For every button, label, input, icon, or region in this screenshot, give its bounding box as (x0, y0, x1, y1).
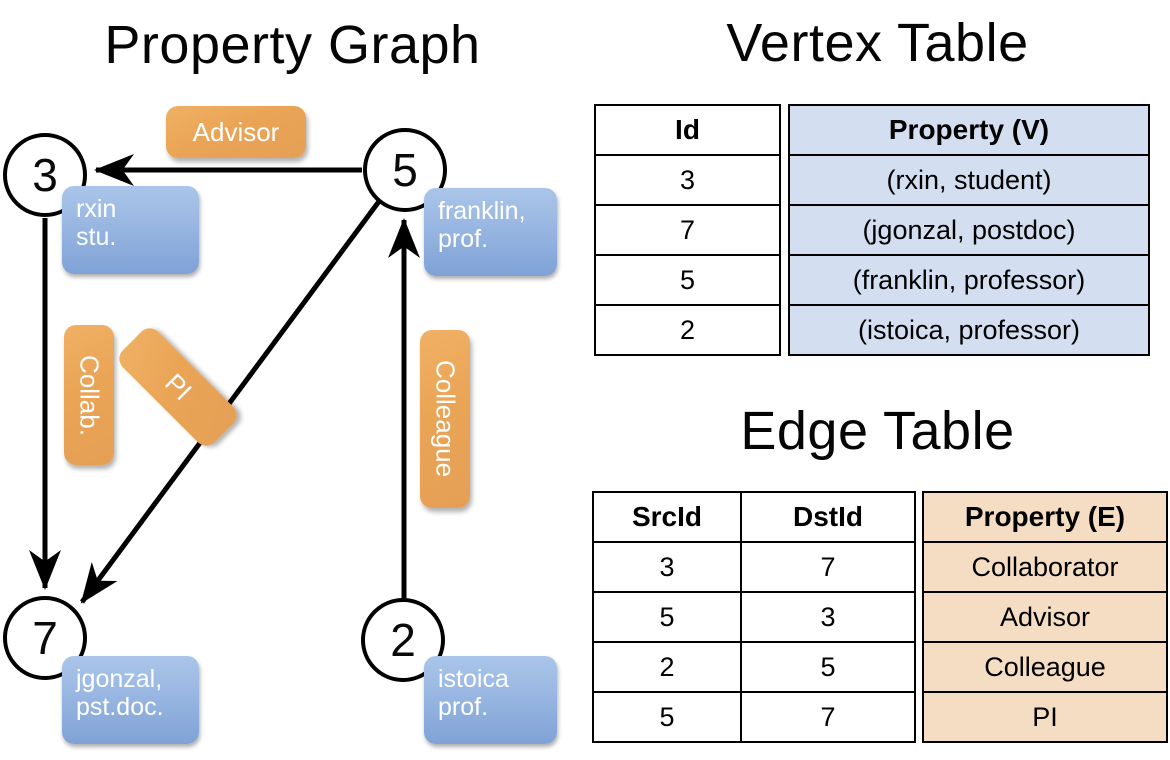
vertex-table-property-column: Property (V) (rxin, student) (jgonzal, p… (788, 104, 1150, 356)
node-property-jgonzal-line2: pst.doc. (76, 693, 164, 721)
vertex-id-cell: 2 (594, 304, 781, 356)
edge-property-cell: Collaborator (922, 541, 1168, 593)
table-row: (jgonzal, postdoc) (788, 204, 1150, 256)
table-header-row: DstId (740, 491, 916, 543)
table-row: (franklin, professor) (788, 254, 1150, 306)
table-header-row: SrcId (592, 491, 742, 543)
property-graph-diagram: 3 5 7 2 rxin stu. franklin, prof. jgonza… (3, 106, 557, 744)
node-property-rxin: rxin stu. (62, 186, 199, 274)
edge-srcid-cell: 2 (592, 641, 742, 693)
node-property-istoica-line2: prof. (438, 693, 489, 721)
table-row: Collaborator (922, 541, 1168, 593)
table-row: 7 (594, 204, 781, 256)
node-property-rxin-line2: stu. (76, 223, 117, 251)
table-row: 7 (740, 691, 916, 743)
table-row: 3 (594, 154, 781, 206)
edge-table-property-column: Property (E) Collaborator Advisor Collea… (922, 491, 1168, 743)
edge-property-cell: Colleague (922, 641, 1168, 693)
edge-table-header-property: Property (E) (922, 491, 1168, 543)
page-title-property-graph: Property Graph (104, 15, 481, 75)
vertex-table-id-column: Id 3 7 5 2 (594, 104, 781, 356)
edge-srcid-cell: 5 (592, 691, 742, 743)
node-property-rxin-line1: rxin (76, 195, 117, 223)
vertex-id-cell: 7 (594, 204, 781, 256)
edge-property-cell: Advisor (922, 591, 1168, 643)
edge-label-collaborator: Collab. (64, 325, 114, 465)
edge-dstid-cell: 3 (740, 591, 916, 643)
edge-srcid-cell: 5 (592, 591, 742, 643)
edge-dstid-cell: 7 (740, 541, 916, 593)
edge-table-header-dstid: DstId (740, 491, 916, 543)
table-row: 5 (592, 691, 742, 743)
table-row: 5 (594, 254, 781, 306)
node-property-istoica: istoica prof. (424, 656, 557, 744)
edge-5-to-7-pi (79, 198, 383, 604)
table-row: 3 (592, 541, 742, 593)
vertex-property-cell: (rxin, student) (788, 154, 1150, 206)
edge-property-cell: PI (922, 691, 1168, 743)
table-row: 2 (592, 641, 742, 693)
vertex-id-cell: 3 (594, 154, 781, 206)
graph-edges-svg (29, 154, 420, 604)
edge-table-header-srcid: SrcId (592, 491, 742, 543)
vertex-property-cell: (jgonzal, postdoc) (788, 204, 1150, 256)
edge-table-dstid-column: DstId 7 3 5 7 (740, 491, 916, 743)
vertex-property-cell: (istoica, professor) (788, 304, 1150, 356)
node-property-istoica-line1: istoica (438, 665, 509, 693)
table-row: Advisor (922, 591, 1168, 643)
edge-label-advisor: Advisor (166, 106, 306, 158)
table-row: PI (922, 691, 1168, 743)
vertex-table-header-property: Property (V) (788, 104, 1150, 156)
node-property-jgonzal-line1: jgonzal, (76, 665, 163, 693)
node-property-franklin-line2: prof. (438, 225, 489, 253)
edge-table-srcid-column: SrcId 3 5 2 5 (592, 491, 742, 743)
table-row: 3 (740, 591, 916, 643)
edge-srcid-cell: 3 (592, 541, 742, 593)
table-row: 5 (740, 641, 916, 693)
node-property-franklin-line1: franklin, (438, 197, 526, 225)
vertex-table-header-id: Id (594, 104, 781, 156)
table-row: (rxin, student) (788, 154, 1150, 206)
vertex-id-cell: 5 (594, 254, 781, 306)
table-row: Colleague (922, 641, 1168, 693)
table-header-row: Property (E) (922, 491, 1168, 543)
table-header-row: Property (V) (788, 104, 1150, 156)
node-property-jgonzal: jgonzal, pst.doc. (62, 656, 199, 744)
vertex-property-cell: (franklin, professor) (788, 254, 1150, 306)
table-row: 5 (592, 591, 742, 643)
edge-label-colleague: Colleague (420, 330, 470, 508)
table-row: 7 (740, 541, 916, 593)
edge-dstid-cell: 7 (740, 691, 916, 743)
edge-dstid-cell: 5 (740, 641, 916, 693)
node-property-franklin: franklin, prof. (424, 188, 557, 276)
page-title-vertex-table: Vertex Table (726, 13, 1029, 73)
table-header-row: Id (594, 104, 781, 156)
table-row: (istoica, professor) (788, 304, 1150, 356)
page-title-edge-table: Edge Table (740, 401, 1015, 461)
table-row: 2 (594, 304, 781, 356)
graph-node-5[interactable]: 5 (363, 128, 447, 212)
graph-node-2[interactable]: 2 (361, 598, 445, 682)
